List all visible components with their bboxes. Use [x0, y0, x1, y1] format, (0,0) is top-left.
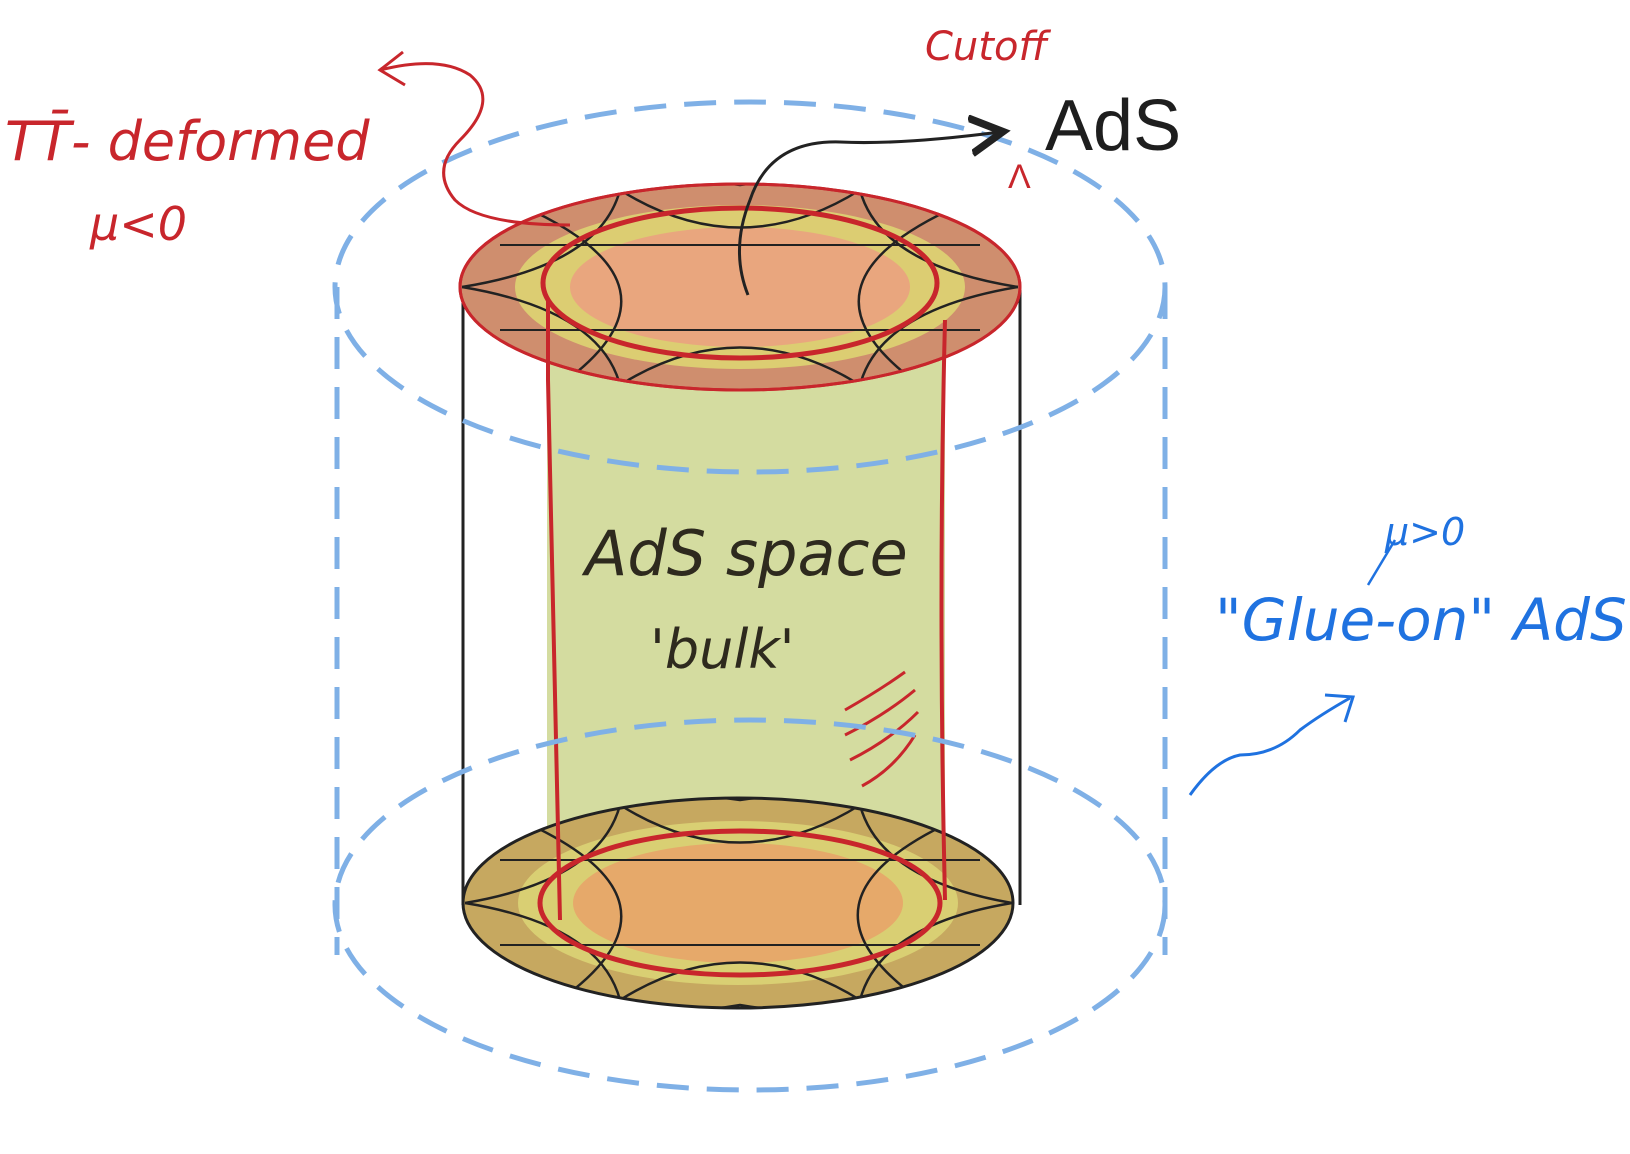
cutoff-cylinder — [537, 205, 947, 978]
cutoff-arrow — [738, 132, 1000, 296]
top-hyperbolic-disk — [458, 182, 1022, 392]
lambda-label: Λ — [1008, 158, 1031, 196]
bottom-hyperbolic-disk — [461, 796, 1015, 1010]
tt-deformed-arrowhead — [377, 50, 406, 87]
glue-on-cylinder — [332, 99, 1168, 1093]
tt-deformed-arrow — [379, 62, 571, 227]
glue-on-arrowhead — [1324, 693, 1356, 723]
bulk-title: AdS space — [581, 517, 908, 590]
glue-on-label: "Glue-on" AdS — [1215, 586, 1627, 654]
cutoff-label: Cutoff — [925, 24, 1051, 70]
glue-on-arrow — [1188, 696, 1351, 796]
mu-negative-label: μ<0 — [89, 197, 187, 251]
mu-positive-stroke — [1366, 539, 1397, 586]
mu-positive-label: μ>0 — [1384, 510, 1465, 554]
tt-deformed-label: TT̄- deformed — [5, 110, 370, 173]
bulk-subtitle: 'bulk' — [650, 618, 794, 681]
cutoff-ads-label: AdS — [1045, 86, 1181, 166]
